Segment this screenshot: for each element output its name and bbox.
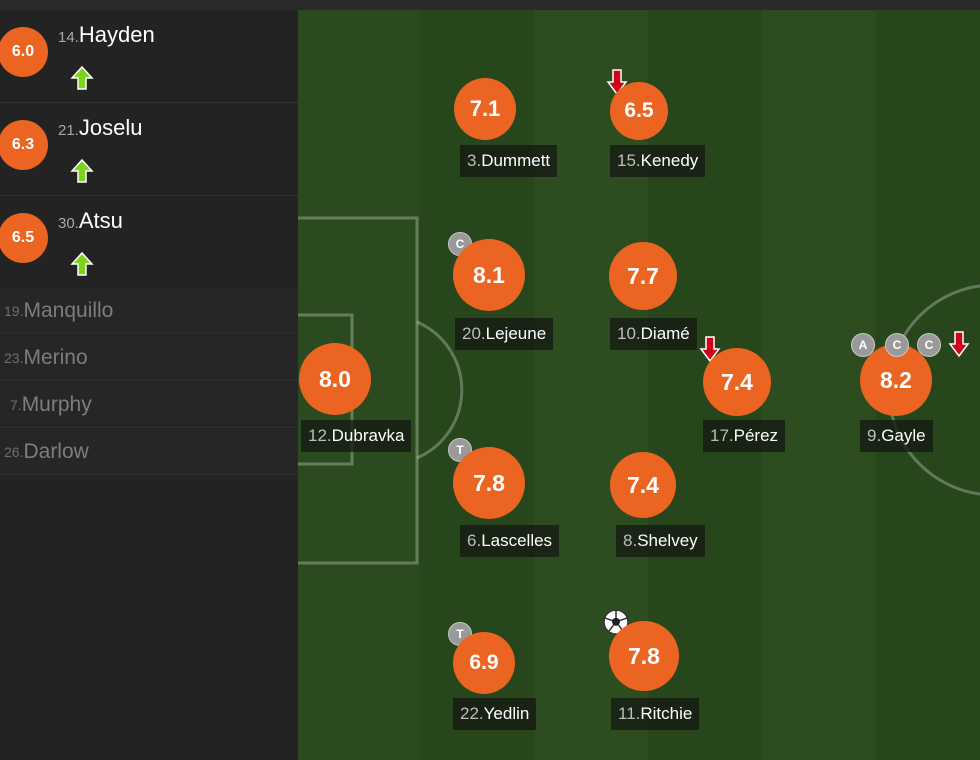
player-rating: 7.7 xyxy=(609,242,677,310)
player-number: 23. xyxy=(4,349,24,366)
player-label: 3.Dummett xyxy=(460,145,558,177)
player-rating: 7.1 xyxy=(454,78,516,140)
player-rating: 8.1 xyxy=(453,239,525,311)
player-label: 11.Ritchie xyxy=(611,698,700,730)
player-label: 17.Pérez xyxy=(703,420,786,452)
bench-row[interactable]: 19.Manquillo xyxy=(0,288,298,334)
player-rating: 7.8 xyxy=(453,447,525,519)
bench-row[interactable]: 26.Darlow xyxy=(0,429,298,475)
substitute-row[interactable]: 6.3 21.Joselu xyxy=(0,103,298,196)
bench-row[interactable]: 23.Merino xyxy=(0,335,298,381)
player-rating: 6.5 xyxy=(610,82,668,140)
substitutes-panel: 6.0 14.Hayden 6.3 21.Joselu 6.5 30.Atsu … xyxy=(0,10,298,760)
top-bar xyxy=(0,0,980,10)
player-number: 19. xyxy=(4,302,24,319)
substitute-row[interactable]: 6.5 30.Atsu xyxy=(0,196,298,289)
player-label: 6.Lascelles xyxy=(460,525,560,557)
player-number: 7. xyxy=(10,396,22,413)
sub-in-arrow-icon xyxy=(70,65,94,90)
player-label: 8.Shelvey xyxy=(616,525,705,557)
player-name[interactable]: Atsu xyxy=(78,208,123,233)
player-name[interactable]: Darlow xyxy=(23,439,89,463)
player-number: 26. xyxy=(4,443,24,460)
player-name[interactable]: Murphy xyxy=(21,392,92,416)
bench-row[interactable]: 7.Murphy xyxy=(0,382,298,428)
sub-in-arrow-icon xyxy=(70,158,94,183)
player-rating: 6.5 xyxy=(0,213,48,263)
captain-badge: C xyxy=(885,333,909,357)
player-label: 22.Yedlin xyxy=(453,698,537,730)
player-rating: 7.8 xyxy=(609,621,679,691)
player-number: 30. xyxy=(58,215,79,232)
player-label: 9.Gayle xyxy=(860,420,933,452)
player-label: 15.Kenedy xyxy=(610,145,706,177)
player-label: 20.Lejeune xyxy=(455,318,554,350)
substitute-row[interactable]: 6.0 14.Hayden xyxy=(0,10,298,103)
player-name[interactable]: Merino xyxy=(23,345,88,369)
player-rating: 8.0 xyxy=(299,343,371,415)
player-rating: 6.3 xyxy=(0,120,48,170)
player-number: 14. xyxy=(58,29,79,46)
pitch: 8.0 12.Dubravka 7.1 3.Dummett C 8.1 20.L… xyxy=(298,10,980,760)
player-number: 21. xyxy=(58,122,79,139)
captain-badge: C xyxy=(917,333,941,357)
sub-in-arrow-icon xyxy=(70,251,94,276)
player-label: 10.Diamé xyxy=(610,318,697,350)
player-name[interactable]: Joselu xyxy=(78,115,143,140)
badge-a: A xyxy=(851,333,875,357)
player-name[interactable]: Hayden xyxy=(78,22,155,47)
player-rating: 6.0 xyxy=(0,27,48,77)
player-rating: 6.9 xyxy=(453,632,515,694)
sub-out-arrow-icon xyxy=(948,331,970,358)
player-rating: 7.4 xyxy=(703,348,771,416)
player-rating: 7.4 xyxy=(610,452,676,518)
player-name[interactable]: Manquillo xyxy=(23,298,114,322)
player-label: 12.Dubravka xyxy=(301,420,412,452)
